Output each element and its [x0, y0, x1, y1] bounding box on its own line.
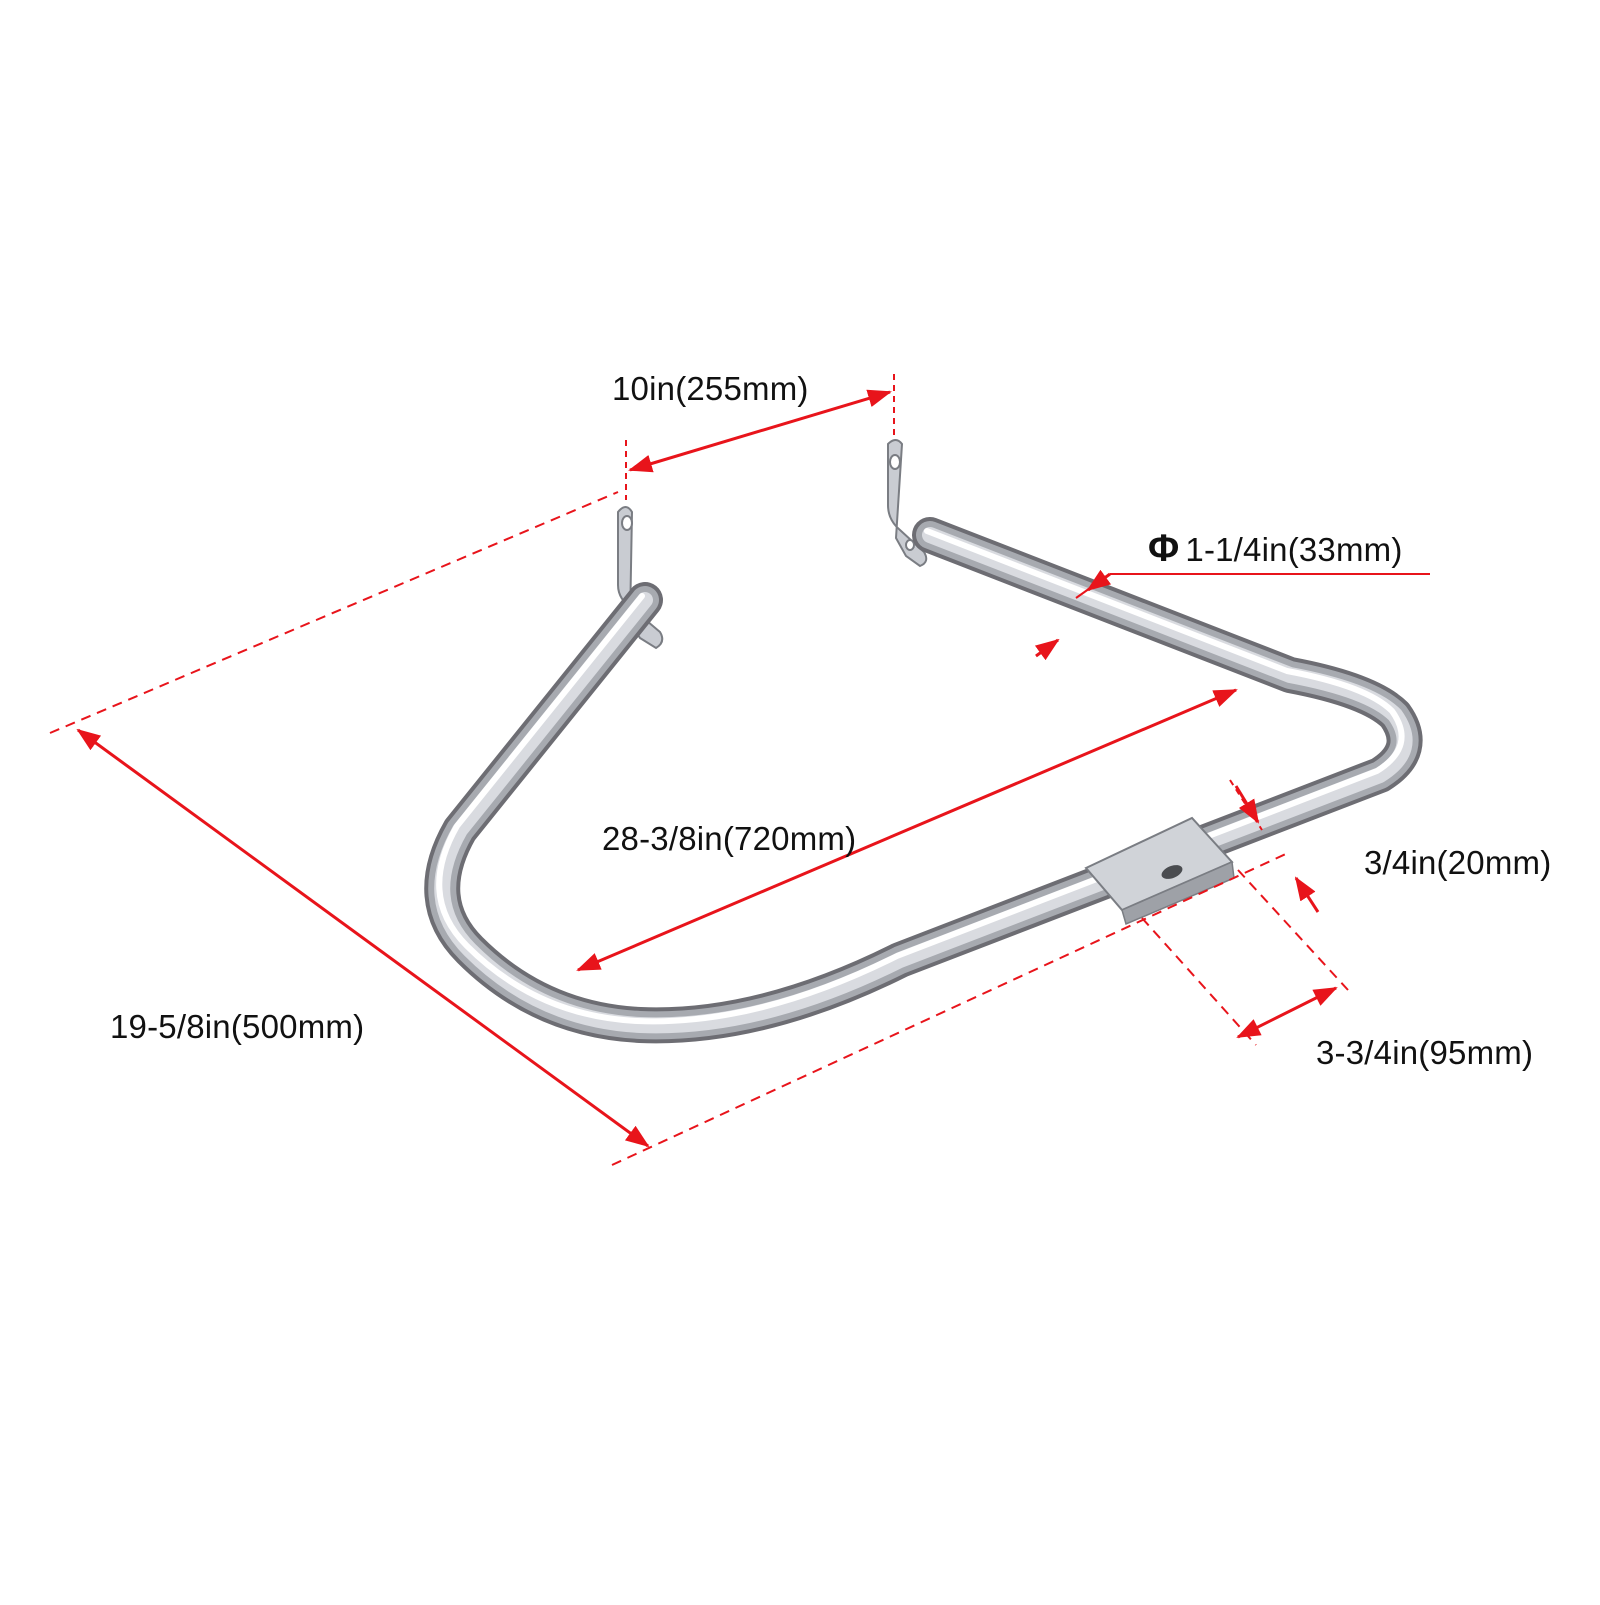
- dash-top-edge: [49, 491, 619, 734]
- arrow-thickness-bottom: [1294, 876, 1320, 913]
- bracket-width-label: 3-3/4in(95mm): [1316, 1034, 1534, 1071]
- dash-bracket-left: [1141, 917, 1257, 1046]
- width-label: 19-5/8in(500mm): [110, 1008, 365, 1045]
- arrow-diameter-top: [1086, 569, 1112, 592]
- diameter-symbol-icon: Φ: [1148, 528, 1180, 570]
- left-mount-plate: [617, 506, 664, 650]
- dash-bracket-right: [1237, 869, 1349, 991]
- arrow-mount-spacing: [628, 389, 892, 473]
- dash-bottom-edge: [611, 851, 1291, 1166]
- length-label: 28-3/8in(720mm): [602, 820, 857, 857]
- right-mount-plate: [887, 439, 928, 568]
- tube-diameter-value: 1-1/4in(33mm): [1185, 531, 1403, 568]
- mount-spacing-label: 10in(255mm): [612, 370, 809, 407]
- guard-rail-icon: [424, 439, 1423, 1044]
- arrow-bracket-width: [1236, 986, 1338, 1039]
- arrow-length: [576, 688, 1238, 972]
- arrow-thickness-top: [1234, 785, 1260, 824]
- bracket-thickness-label: 3/4in(20mm): [1364, 844, 1552, 881]
- diameter-tail: [1035, 642, 1055, 657]
- arrow-width: [76, 728, 650, 1148]
